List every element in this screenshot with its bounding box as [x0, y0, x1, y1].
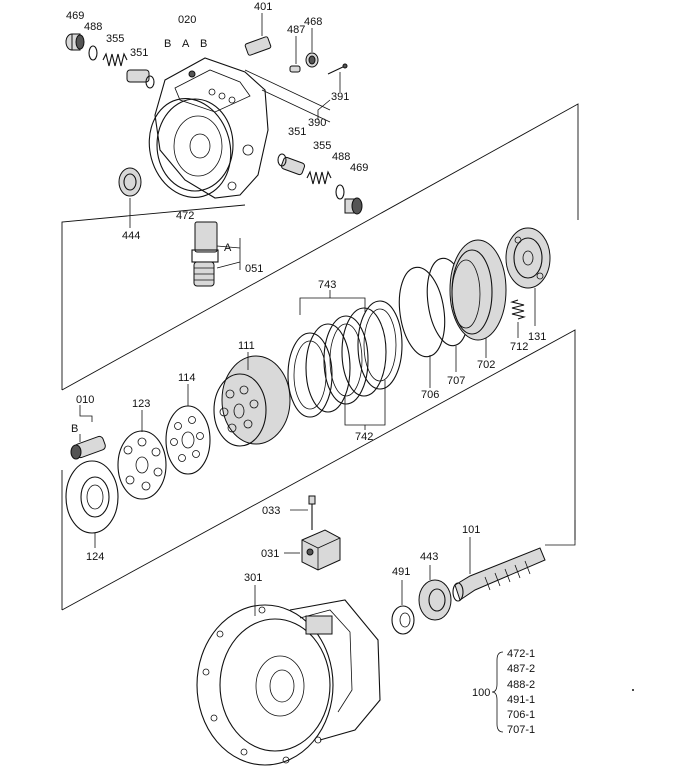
holder-114-part: [165, 405, 211, 475]
label-051: 051: [245, 263, 263, 275]
cylinder-block-111-part: [213, 355, 291, 447]
bolt-033-part: [308, 495, 316, 530]
spool-351-right-part: [277, 153, 306, 176]
kit-brace: [491, 651, 504, 733]
o-ring-488-right-part: [335, 184, 345, 200]
label-131: 131: [528, 331, 546, 343]
bolt-401-part: [244, 13, 272, 56]
label-355-right: 355: [313, 140, 331, 152]
casing-301-part: [196, 599, 381, 766]
stray-dot: [632, 689, 634, 691]
bearing-444-part: [118, 167, 142, 228]
kit-list: 100 472-1 487-2 488-2 491-1 706-1 707-1: [472, 648, 535, 736]
label-351-top: 351: [130, 47, 148, 59]
kit-item: 491-1: [507, 694, 535, 706]
relief-valve-051-part: [191, 221, 219, 287]
o-ring-488-part: [88, 45, 98, 61]
label-010: 010: [76, 394, 94, 406]
casing-group: [196, 495, 546, 766]
rotary-group: [65, 352, 291, 548]
bearing-443-part: [418, 579, 452, 621]
shaft-101-part: [452, 547, 546, 602]
label-B-right: B: [200, 38, 207, 50]
label-101: 101: [462, 524, 480, 536]
spring-712-part: [510, 299, 526, 320]
label-123: 123: [132, 398, 150, 410]
label-111: 111: [238, 340, 255, 352]
label-712: 712: [510, 341, 528, 353]
valve-plate-131-part: [505, 227, 551, 289]
label-355-top: 355: [106, 33, 124, 45]
label-491: 491: [392, 566, 410, 578]
piston-010-part: [70, 435, 106, 460]
o-ring-472-part: [148, 98, 232, 198]
brake-group: [287, 227, 551, 430]
plates-743-part: [287, 300, 403, 418]
label-488-top: 488: [84, 21, 102, 33]
plug-469-part: [65, 33, 85, 51]
label-351-right: 351: [288, 126, 306, 138]
label-033: 033: [262, 505, 280, 517]
label-031: 031: [261, 548, 279, 560]
label-444: 444: [122, 230, 140, 242]
label-706: 706: [421, 389, 439, 401]
label-472: 472: [176, 210, 194, 222]
label-B-piston: B: [71, 423, 78, 435]
label-488-right: 488: [332, 151, 350, 163]
spring-355-right-part: [306, 170, 332, 185]
label-301: 301: [244, 572, 262, 584]
kit-item: 472-1: [507, 648, 535, 660]
kit-item: 487-2: [507, 663, 535, 675]
label-A-valve: A: [224, 242, 232, 254]
kit-number: 100: [472, 687, 490, 699]
o-ring-706-part: [398, 266, 446, 358]
label-468: 468: [304, 16, 322, 28]
label-390: 390: [308, 117, 326, 129]
label-114: 114: [178, 372, 196, 384]
spring-355-part: [102, 52, 128, 67]
part-labels: 469 488 355 351 020 B A B 401 487 468 39…: [66, 1, 546, 584]
kit-item: 706-1: [507, 709, 535, 721]
pin-391-part: [327, 63, 348, 92]
label-707: 707: [447, 375, 465, 387]
label-020: 020: [178, 14, 196, 26]
label-469-top: 469: [66, 10, 84, 22]
plug-468-part: [305, 28, 319, 68]
assembly-boundary-lines: [61, 103, 579, 611]
label-443: 443: [420, 551, 438, 563]
label-B-left: B: [164, 38, 171, 50]
label-487: 487: [287, 24, 305, 36]
kit-item: 707-1: [507, 724, 535, 736]
label-743: 743: [318, 279, 336, 291]
label-124: 124: [86, 551, 104, 563]
block-031-part: [301, 529, 341, 571]
label-401: 401: [254, 1, 272, 13]
pin-487-part: [289, 36, 301, 73]
brake-piston-702-part: [449, 239, 507, 341]
label-469-right: 469: [350, 162, 368, 174]
plug-469-right-part: [344, 197, 363, 215]
seal-491-part: [391, 605, 415, 635]
plate-123-part: [117, 430, 167, 500]
label-A-top: A: [182, 38, 190, 50]
kit-item: 488-2: [507, 679, 535, 691]
valve-cover-group: [65, 13, 363, 287]
spool-351-part: [126, 69, 155, 89]
retainer-124-part: [65, 460, 119, 534]
label-742: 742: [355, 431, 373, 443]
label-702: 702: [477, 359, 495, 371]
valve-cover-020-part: [154, 57, 331, 199]
label-391: 391: [331, 91, 349, 103]
